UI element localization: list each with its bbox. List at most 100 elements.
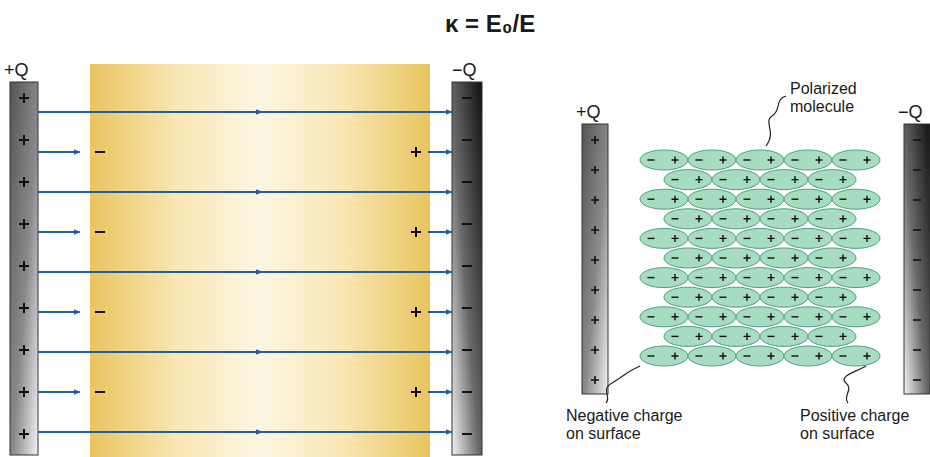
molecule-ellipse	[808, 326, 856, 346]
field-lines	[38, 112, 452, 432]
plus-sign	[19, 219, 29, 229]
plus-sign	[864, 235, 871, 242]
minus-sign	[672, 257, 679, 258]
polarized-molecule	[808, 326, 856, 346]
charge-label: +Q	[576, 102, 601, 123]
field-line	[428, 231, 452, 233]
minus-sign	[720, 218, 727, 219]
plus-sign	[672, 196, 679, 203]
plus-sign	[411, 387, 421, 397]
plus-sign	[591, 286, 599, 294]
callout-label: Polarized molecule	[790, 80, 880, 117]
molecule-ellipse	[784, 189, 832, 209]
polarized-molecule	[808, 287, 856, 307]
minus-sign	[913, 169, 921, 171]
plus-sign	[744, 255, 751, 262]
field-line	[38, 391, 80, 393]
molecule-ellipse	[664, 326, 712, 346]
plus-sign	[816, 353, 823, 360]
molecule-ellipse	[640, 189, 688, 209]
minus-sign	[913, 319, 921, 321]
molecule-ellipse	[832, 307, 880, 327]
polarized-molecule	[832, 346, 880, 366]
molecule-ellipse	[640, 346, 688, 366]
plus-sign	[720, 353, 727, 360]
molecule-ellipse	[688, 307, 736, 327]
field-line	[38, 151, 80, 153]
minus-sign	[648, 355, 655, 356]
minus-sign	[840, 277, 847, 278]
polarized-molecule	[688, 228, 736, 248]
molecule-ellipse	[712, 326, 760, 346]
plus-sign	[672, 157, 679, 164]
polarized-molecule	[664, 209, 712, 229]
minus-sign	[696, 198, 703, 199]
molecule-ellipse	[736, 189, 784, 209]
minus-sign	[913, 229, 921, 231]
minus-sign	[744, 277, 751, 278]
minus-sign	[462, 307, 472, 309]
plus-sign	[411, 227, 421, 237]
charge-signs	[19, 93, 472, 439]
minus-sign	[720, 336, 727, 337]
polarized-molecule	[808, 248, 856, 268]
plus-sign	[744, 215, 751, 222]
minus-sign	[720, 179, 727, 180]
plus-sign	[591, 316, 599, 324]
minus-sign	[696, 238, 703, 239]
minus-sign	[720, 257, 727, 258]
field-line	[258, 351, 452, 353]
polarized-molecule	[784, 228, 832, 248]
molecule-ellipse	[784, 307, 832, 327]
field-line	[38, 271, 262, 273]
plus-sign	[591, 136, 599, 144]
molecule-ellipse	[688, 268, 736, 288]
molecule-ellipse	[712, 248, 760, 268]
minus-sign	[816, 257, 823, 258]
negative-plate	[452, 82, 482, 455]
polarized-molecule	[640, 307, 688, 327]
polarized-molecule	[664, 326, 712, 346]
polarized-molecule	[784, 189, 832, 209]
plus-sign	[720, 235, 727, 242]
minus-sign	[648, 316, 655, 317]
polarized-molecule	[736, 268, 784, 288]
plus-sign	[768, 157, 775, 164]
minus-sign	[913, 199, 921, 201]
plus-sign	[720, 157, 727, 164]
minus-sign	[744, 355, 751, 356]
molecule-ellipse	[688, 150, 736, 170]
plus-sign	[672, 274, 679, 281]
molecule-ellipse	[736, 268, 784, 288]
plus-sign	[19, 345, 29, 355]
plus-sign	[591, 346, 599, 354]
molecule-ellipse	[784, 228, 832, 248]
plus-sign	[744, 333, 751, 340]
field-line	[38, 431, 262, 433]
molecule-ellipse	[832, 228, 880, 248]
molecule-ellipse	[640, 150, 688, 170]
plus-sign	[19, 93, 29, 103]
plus-sign	[840, 333, 847, 340]
field-line	[258, 271, 452, 273]
molecule-ellipse	[808, 209, 856, 229]
minus-sign	[816, 336, 823, 337]
minus-sign	[95, 151, 105, 153]
polarized-molecule	[664, 287, 712, 307]
minus-sign	[462, 181, 472, 183]
polarized-molecule	[760, 209, 808, 229]
minus-sign	[744, 159, 751, 160]
minus-sign	[462, 349, 472, 351]
minus-sign	[672, 336, 679, 337]
field-line	[428, 151, 452, 153]
plus-sign	[768, 353, 775, 360]
polarized-molecule	[760, 326, 808, 346]
molecule-ellipse	[712, 209, 760, 229]
polarized-molecule	[664, 170, 712, 190]
minus-sign	[672, 179, 679, 180]
plus-sign	[816, 235, 823, 242]
plus-sign	[840, 294, 847, 301]
negative-plate	[904, 124, 930, 394]
plus-sign	[864, 313, 871, 320]
